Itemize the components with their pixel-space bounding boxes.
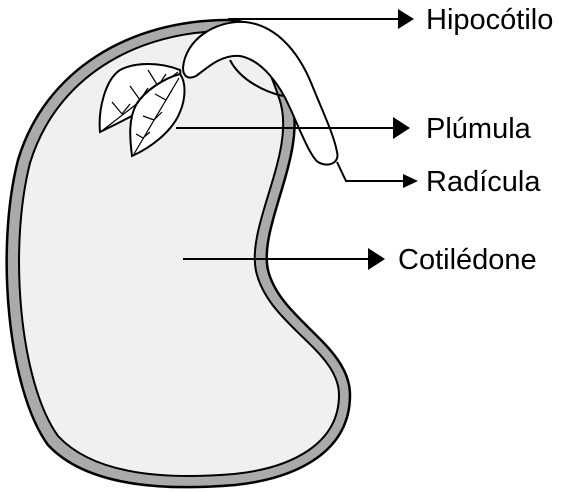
cotyledon-pointer — [183, 248, 385, 270]
plumule-pointer — [176, 117, 410, 139]
plumule-leaf-front — [129, 72, 186, 158]
radicle-label: Radícula — [426, 166, 541, 198]
hypocotyl-label: Hipocótilo — [426, 4, 553, 36]
cotyledon-label: Cotilédone — [398, 244, 537, 276]
hypocotyl-radicle — [181, 20, 339, 166]
cotyledon-body — [18, 29, 341, 478]
plumule-label: Plúmula — [426, 113, 532, 145]
hypocotyl-pointer — [228, 9, 414, 29]
hypocotyl-inner-line — [229, 59, 284, 97]
radicle-pointer — [336, 161, 418, 188]
